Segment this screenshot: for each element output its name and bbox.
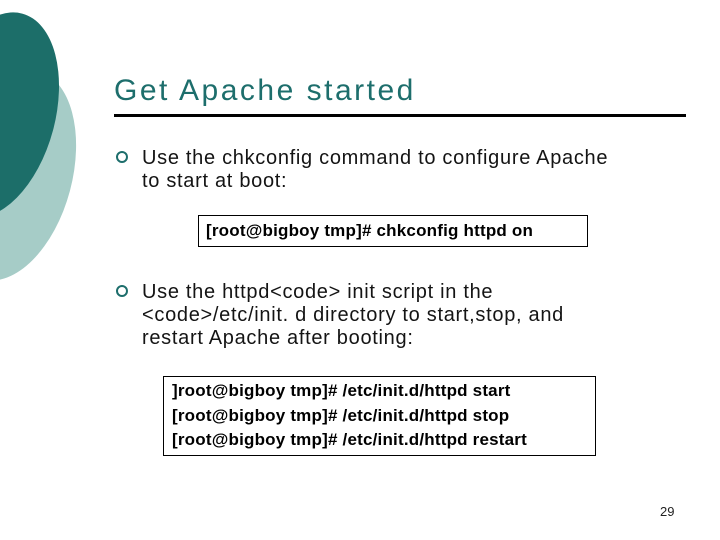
title-underline: [114, 114, 686, 117]
bullet-1-line-2: to start at boot:: [142, 170, 288, 192]
bullet-2-line-2: <code>/etc/init. d directory to start,st…: [142, 304, 565, 326]
bullet-2-text: Use the httpd<code> init script in the <…: [142, 281, 564, 350]
bullet-2-line-1: Use the httpd<code> init script in the: [142, 281, 494, 303]
code-box-2-line-2: [root@bigboy tmp]# /etc/init.d/httpd sto…: [172, 405, 510, 425]
bullet-item-1: Use the chkconfig command to configure A…: [116, 147, 608, 193]
code-box-2-line-1: ]root@bigboy tmp]# /etc/init.d/httpd sta…: [172, 381, 511, 400]
code-box-1: [root@bigboy tmp]# chkconfig httpd on: [198, 215, 588, 247]
code-box-2-line-3: [root@bigboy tmp]# /etc/init.d/httpd res…: [172, 430, 527, 449]
bullet-1-line-1: Use the chkconfig command to configure A…: [142, 147, 609, 169]
bullet-2-line-3: restart Apache after booting:: [142, 327, 414, 349]
bullet-circle-icon: [116, 285, 128, 297]
slide-title: Get Apache started: [114, 74, 416, 107]
code-box-2: ]root@bigboy tmp]# /etc/init.d/httpd sta…: [163, 376, 596, 456]
page-number: 29: [660, 504, 675, 519]
bullet-circle-icon: [116, 151, 128, 163]
code-box-1-line-1: [root@bigboy tmp]# chkconfig httpd on: [206, 221, 534, 240]
bullet-1-text: Use the chkconfig command to configure A…: [142, 147, 608, 193]
bullet-item-2: Use the httpd<code> init script in the <…: [116, 281, 564, 350]
